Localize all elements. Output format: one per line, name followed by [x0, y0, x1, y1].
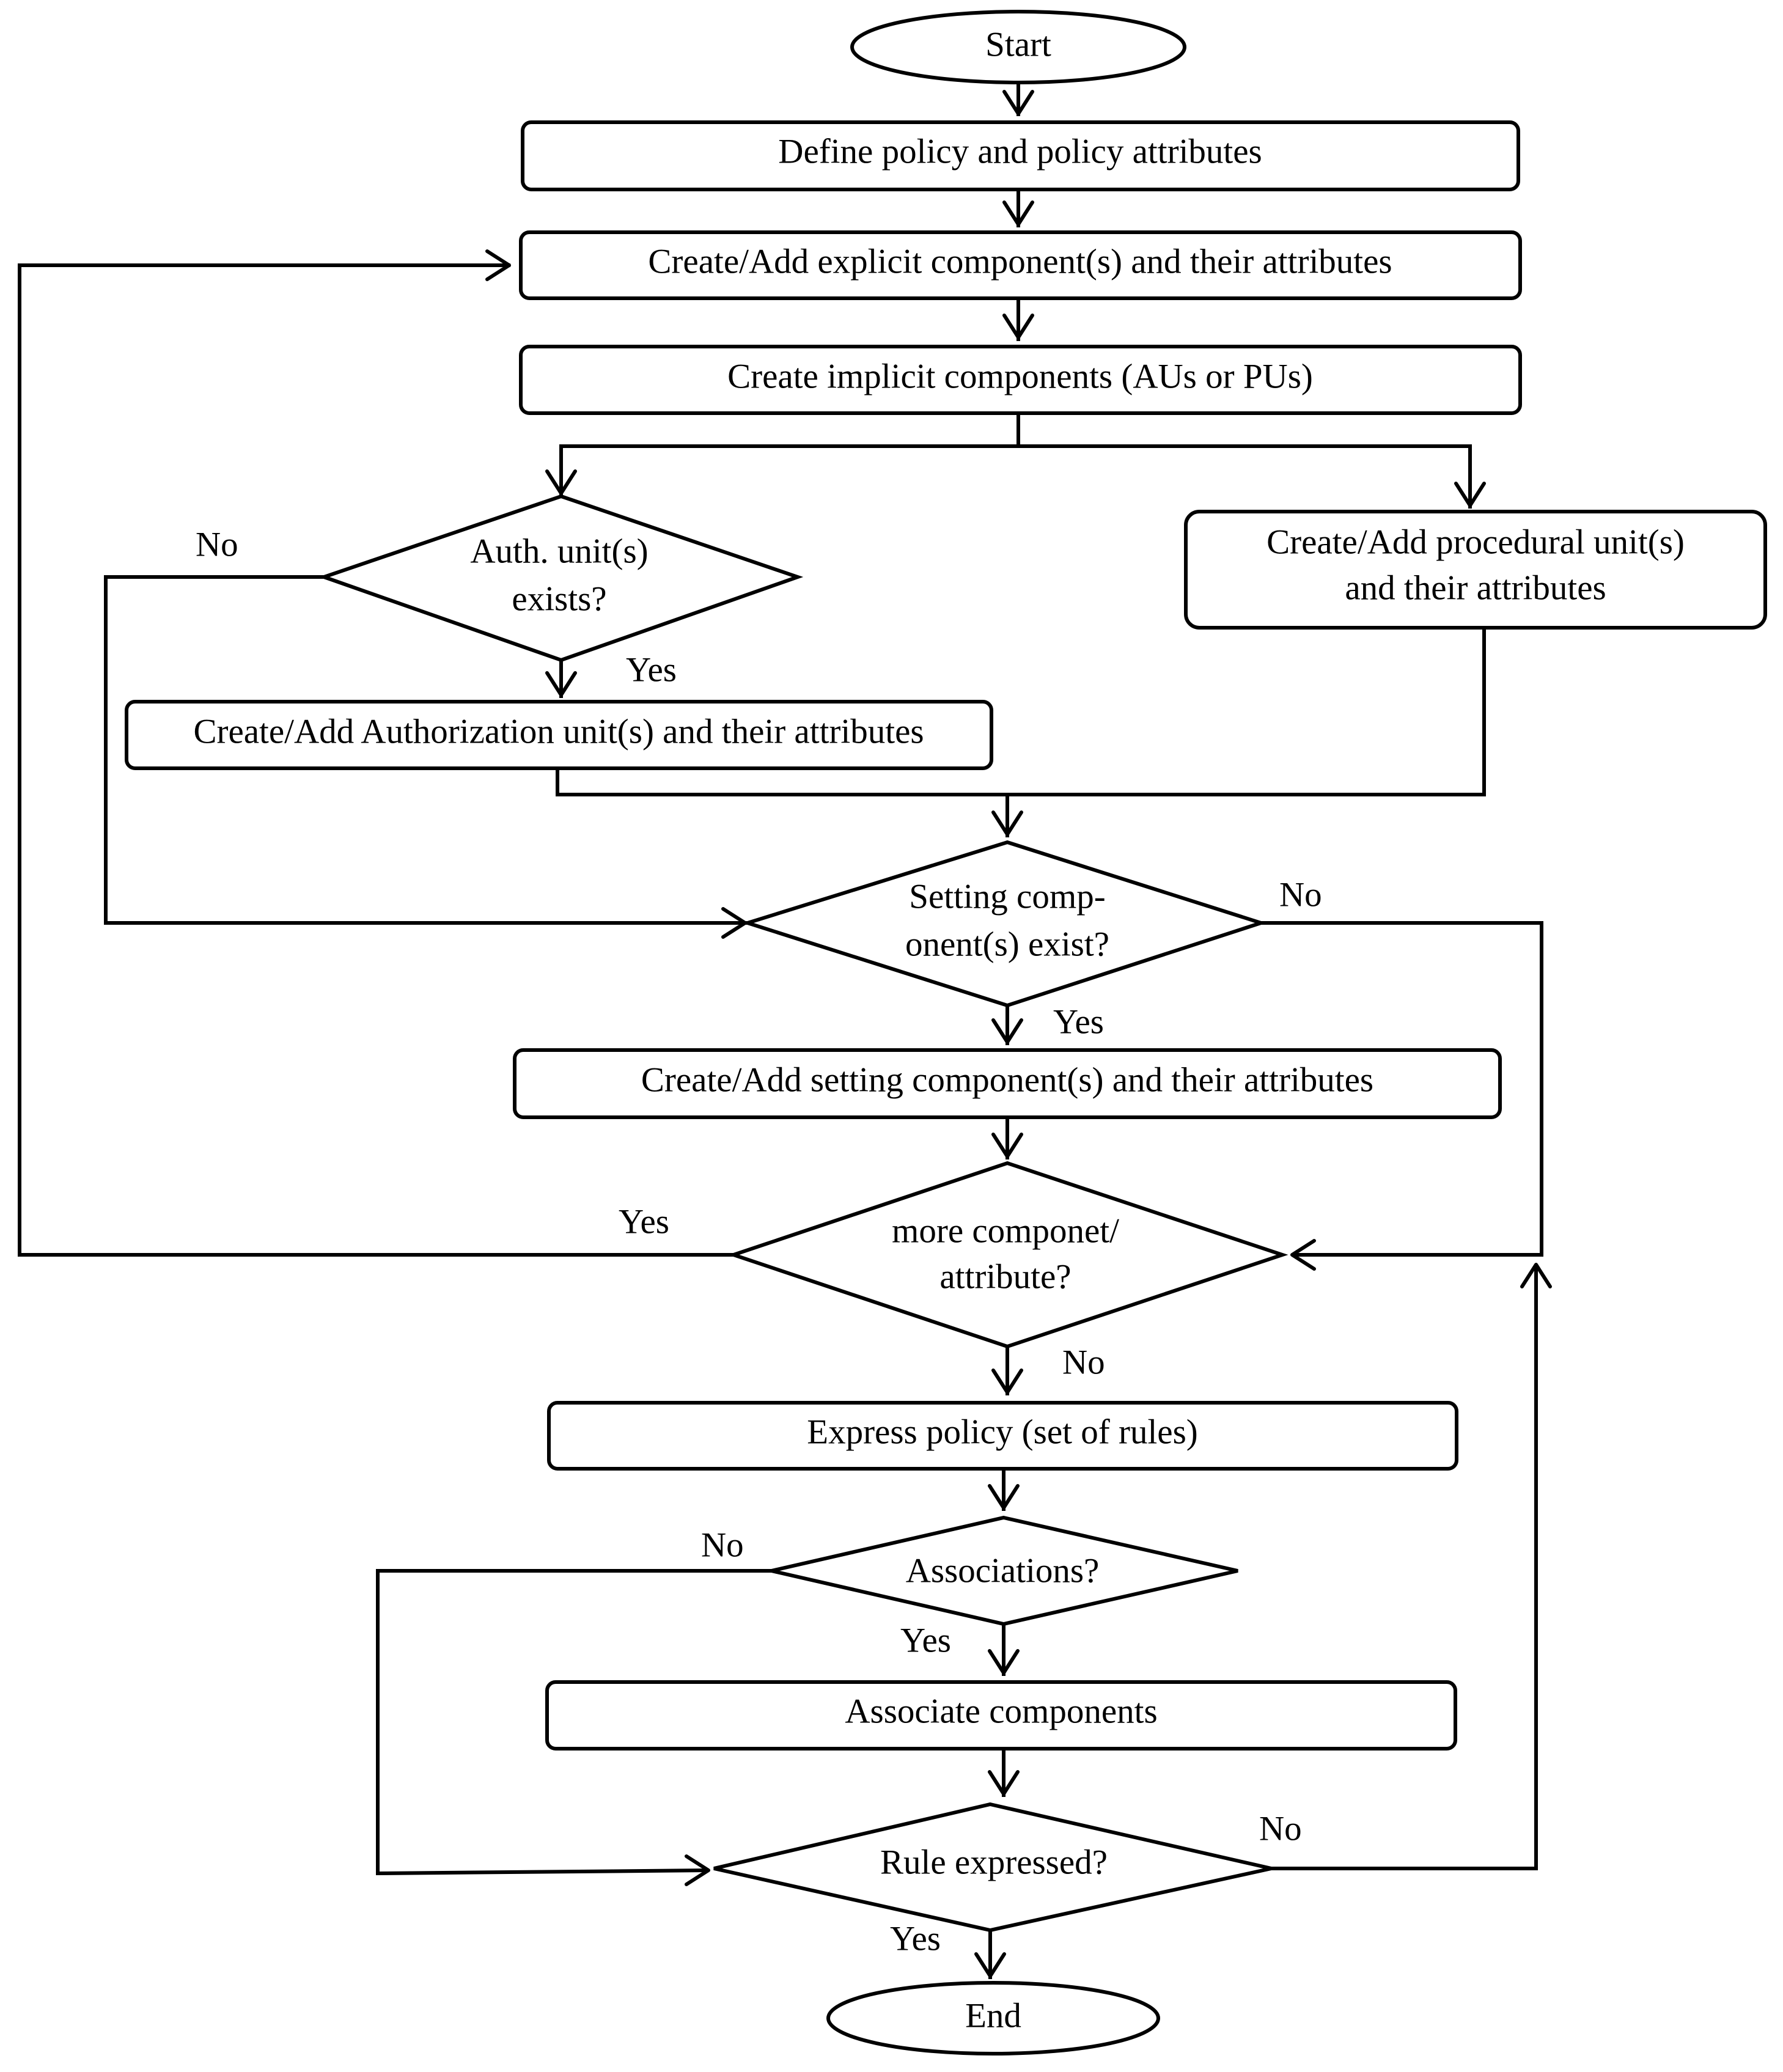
- associate-components-label: Associate components: [845, 1692, 1157, 1731]
- edge-implicit-split: [559, 414, 1020, 496]
- auth-yes-label: Yes: [626, 651, 677, 689]
- setting-yes-label: Yes: [1053, 1003, 1104, 1042]
- auth-exists-label-line2: exists?: [512, 580, 606, 619]
- auth-exists-label-line1: Auth. unit(s): [470, 532, 648, 571]
- create-implicit-label: Create implicit components (AUs or PUs): [727, 358, 1313, 396]
- start-label: Start: [985, 26, 1051, 64]
- rule-expressed-decision: Rule expressed?: [713, 1802, 1272, 1933]
- associations-label: Associations?: [906, 1552, 1100, 1590]
- arrowhead-left: [1290, 1239, 1316, 1271]
- arrowhead-down: [974, 1952, 1006, 1978]
- arrowhead-right: [685, 1854, 710, 1886]
- arrowhead-down: [991, 1368, 1023, 1394]
- setting-exists-label-line1: Setting comp-: [909, 878, 1105, 916]
- create-explicit-step: Create/Add explicit component(s) and the…: [519, 230, 1522, 300]
- express-policy-step: Express policy (set of rules): [547, 1401, 1458, 1471]
- rule-yes-label: Yes: [890, 1920, 941, 1958]
- create-implicit-box: [519, 345, 1522, 415]
- edge-authorization-merge: [556, 768, 1009, 837]
- arrowhead-down: [988, 1649, 1020, 1675]
- end-node: End: [826, 1981, 1160, 2055]
- arrowhead-right: [485, 249, 511, 281]
- create-procedural-label-line2: and their attributes: [1345, 569, 1606, 608]
- create-explicit-box: [519, 230, 1522, 300]
- rule-expressed-diamond: [713, 1802, 1272, 1933]
- define-policy-box: [521, 120, 1520, 191]
- more-no-label: No: [1062, 1343, 1105, 1382]
- create-setting-box: [513, 1048, 1502, 1119]
- associate-components-box: [545, 1680, 1457, 1751]
- create-procedural-label-line1: Create/Add procedural unit(s): [1266, 523, 1685, 562]
- end-label: End: [965, 1997, 1021, 2035]
- create-authorization-label: Create/Add Authorization unit(s) and the…: [193, 713, 924, 751]
- arrowhead-down: [545, 469, 577, 495]
- create-authorization-step: Create/Add Authorization unit(s) and the…: [125, 700, 993, 770]
- edge-setting-no: [1261, 921, 1543, 1257]
- arrowhead-down: [991, 810, 1023, 836]
- arrowhead-down: [1454, 482, 1486, 507]
- arrowhead-down: [545, 671, 577, 697]
- associations-diamond: [771, 1515, 1238, 1626]
- associations-decision: Associations?: [771, 1515, 1238, 1626]
- create-explicit-label: Create/Add explicit component(s) and the…: [648, 243, 1392, 281]
- edge-auth-no: [104, 575, 748, 925]
- express-policy-label: Express policy (set of rules): [807, 1413, 1198, 1452]
- setting-exists-decision: Setting comp- onent(s) exist?: [741, 840, 1267, 1008]
- auth-no-label: No: [196, 526, 238, 564]
- more-components-label-line1: more componet/: [892, 1212, 1119, 1251]
- auth-exists-diamond: [318, 494, 804, 663]
- more-components-decision: more componet/ attribute?: [727, 1161, 1289, 1349]
- assoc-no-label: No: [701, 1526, 744, 1565]
- create-setting-label: Create/Add setting component(s) and thei…: [641, 1061, 1373, 1100]
- arrowhead-down: [988, 1484, 1020, 1510]
- setting-exists-diamond: [741, 840, 1267, 1008]
- edge-labels: No Yes No Yes Yes No No Yes No Yes: [196, 526, 1322, 1958]
- assoc-yes-label: Yes: [900, 1622, 951, 1660]
- start-oval: [850, 10, 1186, 84]
- start-node: Start: [850, 10, 1186, 84]
- rule-no-label: No: [1259, 1810, 1302, 1848]
- arrowhead-down: [1002, 90, 1034, 116]
- create-procedural-step: Create/Add procedural unit(s) and their …: [1184, 510, 1767, 630]
- connectors: [18, 84, 1543, 1979]
- edge-assoc-no: [376, 1569, 771, 1876]
- arrowhead-down: [1002, 314, 1034, 339]
- define-policy-label: Define policy and policy attributes: [778, 133, 1262, 171]
- rule-expressed-label: Rule expressed?: [880, 1843, 1108, 1882]
- auth-exists-decision: Auth. unit(s) exists?: [318, 494, 804, 663]
- express-policy-box: [547, 1401, 1458, 1471]
- edge-more-yes: [18, 263, 733, 1257]
- create-setting-step: Create/Add setting component(s) and thei…: [513, 1048, 1502, 1119]
- more-components-diamond: [727, 1161, 1289, 1349]
- arrowhead-down: [988, 1770, 1020, 1796]
- create-procedural-box: [1184, 510, 1767, 630]
- edge-procedural-merge: [1007, 628, 1486, 796]
- more-yes-label: Yes: [619, 1203, 669, 1241]
- end-oval: [826, 1981, 1160, 2055]
- arrowheads: [485, 90, 1552, 1978]
- arrowhead-down: [1002, 200, 1034, 226]
- create-authorization-box: [125, 700, 993, 770]
- more-components-label-line2: attribute?: [939, 1258, 1071, 1296]
- define-policy-step: Define policy and policy attributes: [521, 120, 1520, 191]
- arrowhead-down: [991, 1133, 1023, 1158]
- arrowhead-up: [1520, 1263, 1552, 1288]
- associate-components-step: Associate components: [545, 1680, 1457, 1751]
- setting-no-label: No: [1279, 876, 1322, 914]
- setting-exists-label-line2: onent(s) exist?: [905, 925, 1109, 964]
- arrowhead-down: [991, 1018, 1023, 1044]
- edge-rule-no: [1271, 1265, 1538, 1870]
- edge-split-procedural: [1018, 444, 1472, 509]
- create-implicit-step: Create implicit components (AUs or PUs): [519, 345, 1522, 415]
